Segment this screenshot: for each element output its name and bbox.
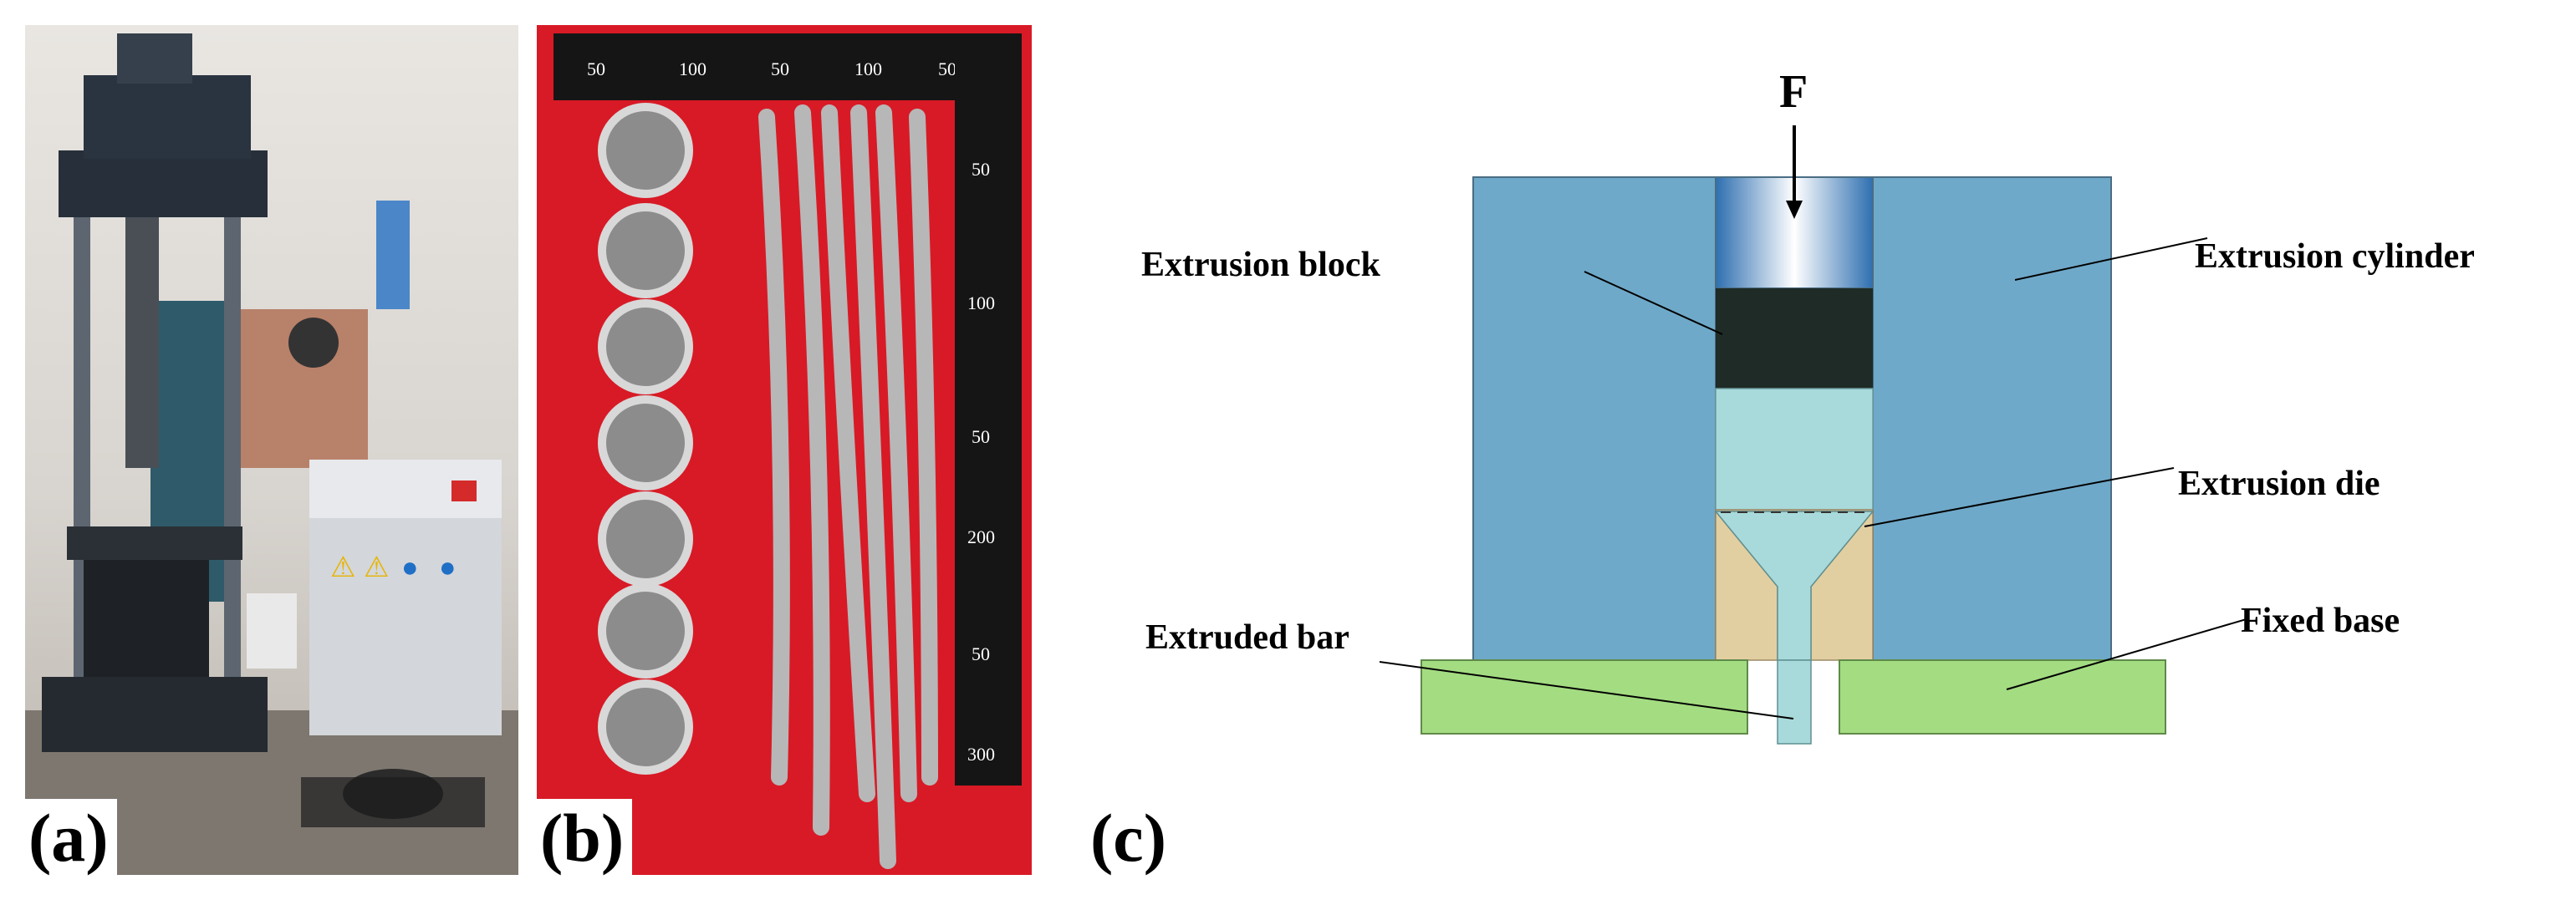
label-extruded-bar: Extruded bar	[1145, 618, 1349, 657]
svg-text:50: 50	[972, 426, 990, 447]
label-extrusion-die: Extrusion die	[2178, 465, 2380, 503]
leader-fixed-base	[2006, 618, 2250, 690]
billet	[1715, 388, 1874, 511]
label-fixed-base: Fixed base	[2241, 602, 2400, 640]
press-illustration: ⚠ ⚠ ● ●	[25, 33, 518, 875]
panel-label-b: (b)	[537, 799, 633, 884]
ruler-vertical	[955, 33, 1022, 786]
svg-text:50: 50	[587, 58, 605, 79]
extrusion-cylinder-left	[1472, 176, 1716, 661]
svg-text:50: 50	[938, 58, 956, 79]
warning-sign: ⚠	[364, 552, 389, 583]
svg-text:200: 200	[967, 526, 995, 547]
svg-text:100: 100	[967, 292, 995, 313]
die-funnel	[1714, 511, 1875, 661]
ruler-horizontal	[553, 33, 1005, 100]
svg-text:50: 50	[771, 58, 789, 79]
warning-sign: ⚠	[330, 552, 355, 583]
extrusion-block	[1716, 288, 1873, 389]
svg-text:50: 50	[972, 159, 990, 180]
svg-text:300: 300	[967, 744, 995, 765]
fixed-base-left	[1421, 659, 1748, 735]
mandatory-sign: ●	[439, 552, 457, 583]
svg-text:100: 100	[854, 58, 882, 79]
press-crosshead	[59, 150, 268, 217]
svg-text:100: 100	[679, 58, 706, 79]
samples-illustration: 50 100 50 100 50 50 100 50 200 50 300	[553, 33, 1022, 869]
force-label: F	[1779, 66, 1808, 118]
die-rings	[598, 103, 693, 775]
press-column	[224, 217, 241, 685]
extrusion-die	[1714, 509, 1875, 661]
leader-extrusion-cylinder	[2014, 237, 2208, 281]
punch	[1715, 176, 1874, 289]
panel-label-c: (c)	[1090, 800, 1167, 876]
photo-extruded-samples: 50 100 50 100 50 50 100 50 200 50 300	[537, 25, 1032, 875]
force-arrowhead	[1786, 201, 1803, 219]
leader-extruded-bar	[1379, 661, 1794, 719]
label-extrusion-cylinder: Extrusion cylinder	[2195, 237, 2475, 276]
fixed-base-right	[1839, 659, 2166, 735]
svg-text:50: 50	[972, 643, 990, 664]
leader-extrusion-die	[1864, 467, 2175, 527]
extruded-bars	[758, 104, 938, 869]
label-extrusion-block: Extrusion block	[1141, 246, 1381, 284]
mandatory-sign: ●	[401, 552, 419, 583]
panel-label-a: (a)	[25, 799, 117, 884]
extrusion-cylinder-right	[1872, 176, 2112, 661]
extruded-bar	[1777, 659, 1812, 745]
photo-hydraulic-press: ⚠ ⚠ ● ●	[25, 25, 518, 875]
leader-extrusion-block	[1584, 271, 1723, 335]
